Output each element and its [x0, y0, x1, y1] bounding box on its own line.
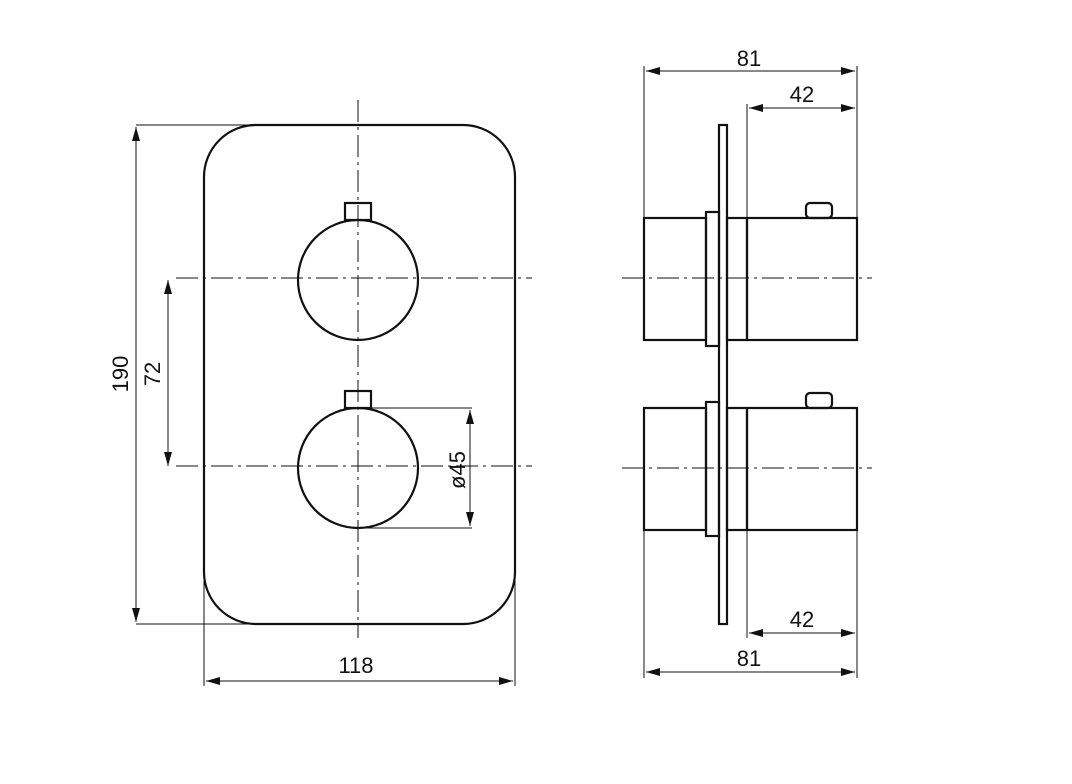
bottom-total-depth-label: 81	[737, 646, 761, 671]
bottom-knob-depth-label: 42	[790, 607, 814, 632]
width-dimension-label: 118	[338, 653, 373, 678]
upper-knob	[296, 201, 420, 342]
diameter-dimension-label: ø45	[445, 451, 470, 489]
lower-side-assembly	[642, 391, 859, 538]
side-cover-plate	[717, 123, 729, 626]
spacing-dimension-label: 72	[140, 362, 165, 386]
upper-side-assembly	[642, 201, 859, 348]
top-knob-depth-label: 42	[790, 82, 814, 107]
height-dimension-label: 190	[108, 356, 133, 393]
cover-plate	[202, 123, 517, 626]
side-view: 81 42 42 81	[622, 46, 872, 678]
top-total-depth-label: 81	[737, 46, 761, 71]
front-view: 190 72 ø45 118	[108, 100, 532, 686]
lower-knob	[296, 389, 420, 530]
